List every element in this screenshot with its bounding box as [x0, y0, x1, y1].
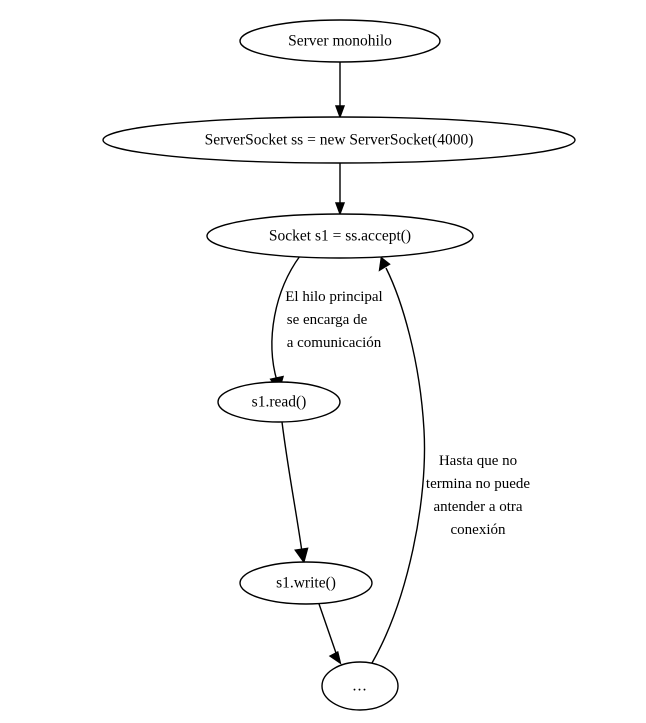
node-server-monohilo[interactable]: Server monohilo: [239, 19, 441, 63]
edge-socket-to-accept: [334, 163, 346, 216]
node-label: Server monohilo: [288, 33, 392, 50]
edge-label-line-1: El hilo principal: [285, 289, 382, 305]
edge-label-line-3: antender a otra: [433, 499, 522, 515]
node-shape: [206, 213, 474, 259]
edge-start-to-socket: [334, 62, 346, 119]
edge-line: [281, 421, 303, 553]
arrow-head-icon: [334, 105, 346, 119]
edge-line: [371, 267, 426, 664]
edge-write-to-more: [317, 600, 342, 665]
edge-label-main-thread: El hilo principal se encarga de a comuni…: [285, 289, 382, 351]
node-accept[interactable]: Socket s1 = ss.accept(): [206, 213, 474, 259]
arrow-head-icon: [334, 202, 346, 216]
node-s1-read[interactable]: s1.read(): [217, 381, 341, 423]
node-shape: [217, 381, 341, 423]
node-more[interactable]: ...: [321, 661, 399, 711]
node-shape: [239, 19, 441, 63]
arrow-head-icon: [378, 256, 391, 272]
edge-label-line-2: termina no puede: [426, 476, 530, 492]
node-label: ServerSocket ss = new ServerSocket(4000): [205, 132, 474, 149]
node-s1-write[interactable]: s1.write(): [239, 561, 373, 605]
node-shape: [102, 116, 576, 164]
arrow-head-icon: [328, 651, 342, 665]
edge-label-line-2: se encarga de: [287, 312, 368, 328]
node-shape: [321, 661, 399, 711]
node-shape: [239, 561, 373, 605]
edge-label-blocking: Hasta que no termina no puede antender a…: [426, 453, 530, 538]
edge-label-line-1: Hasta que no: [439, 453, 517, 469]
node-serversocket[interactable]: ServerSocket ss = new ServerSocket(4000): [102, 116, 576, 164]
edge-line: [317, 600, 337, 654]
node-label: Socket s1 = ss.accept(): [269, 228, 411, 245]
edge-label-line-3: a comunicación: [287, 335, 382, 351]
edge-label-line-4: conexión: [451, 522, 506, 538]
node-label: s1.read(): [252, 394, 307, 411]
edge-line: [271, 255, 301, 382]
edge-more-to-accept: [371, 256, 426, 664]
node-label: s1.write(): [276, 575, 336, 592]
edge-read-to-write: [281, 421, 309, 564]
arrow-head-icon: [294, 547, 309, 564]
node-label: ...: [353, 678, 368, 695]
